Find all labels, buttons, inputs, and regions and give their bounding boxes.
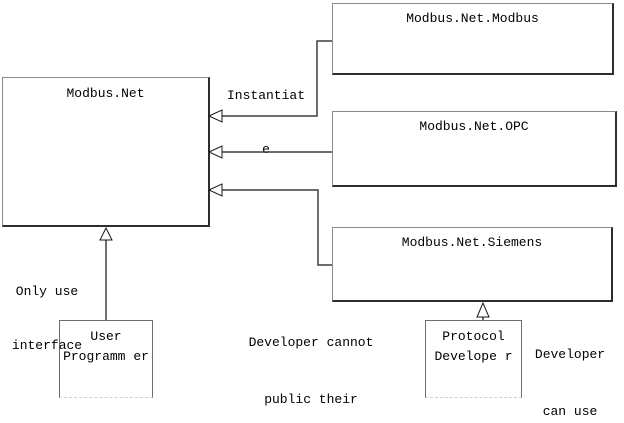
annotation-developer-cannot: Developer cannot public their internal i… — [248, 335, 374, 407]
class-box-modbus-net-siemens: Modbus.Net.Siemens — [332, 227, 613, 302]
actor-label-line: Programm — [63, 349, 126, 364]
actor-label-line: Protocol — [442, 329, 505, 344]
generalization-arrowhead-left-icon — [207, 109, 223, 123]
class-title: Modbus.Net.OPC — [419, 119, 529, 134]
annotation-instantiate: Instantiat e — [226, 88, 305, 157]
class-title: Modbus.Net.Modbus — [406, 11, 539, 26]
actor-label-line: User — [90, 329, 122, 344]
annotation-developer-can-use: Developer can use their internal functio… — [534, 347, 606, 419]
class-title: Modbus.Net.Siemens — [401, 235, 543, 250]
actor-label-line: r — [504, 349, 513, 364]
generalization-arrowhead-up-icon — [99, 226, 113, 241]
actor-box-user-programmer: User Programm er — [59, 320, 153, 398]
actor-label-line: er — [133, 349, 149, 364]
generalization-arrowhead-up-icon — [476, 301, 490, 318]
class-box-modbus-net-opc: Modbus.Net.OPC — [332, 111, 617, 187]
generalization-arrowhead-left-icon — [207, 183, 223, 197]
annotation-only-use-interface: Only use interface — [11, 284, 83, 353]
generalization-arrowhead-left-icon — [207, 145, 223, 159]
class-box-modbus-net-modbus: Modbus.Net.Modbus — [332, 3, 614, 75]
actor-label-line: Develope — [434, 349, 497, 364]
connector-siemens-to-core — [222, 189, 332, 266]
class-title: Modbus.Net — [66, 86, 145, 101]
class-box-modbus-net: Modbus.Net — [2, 77, 210, 227]
actor-box-protocol-developer: Protocol Develope r — [425, 320, 522, 398]
